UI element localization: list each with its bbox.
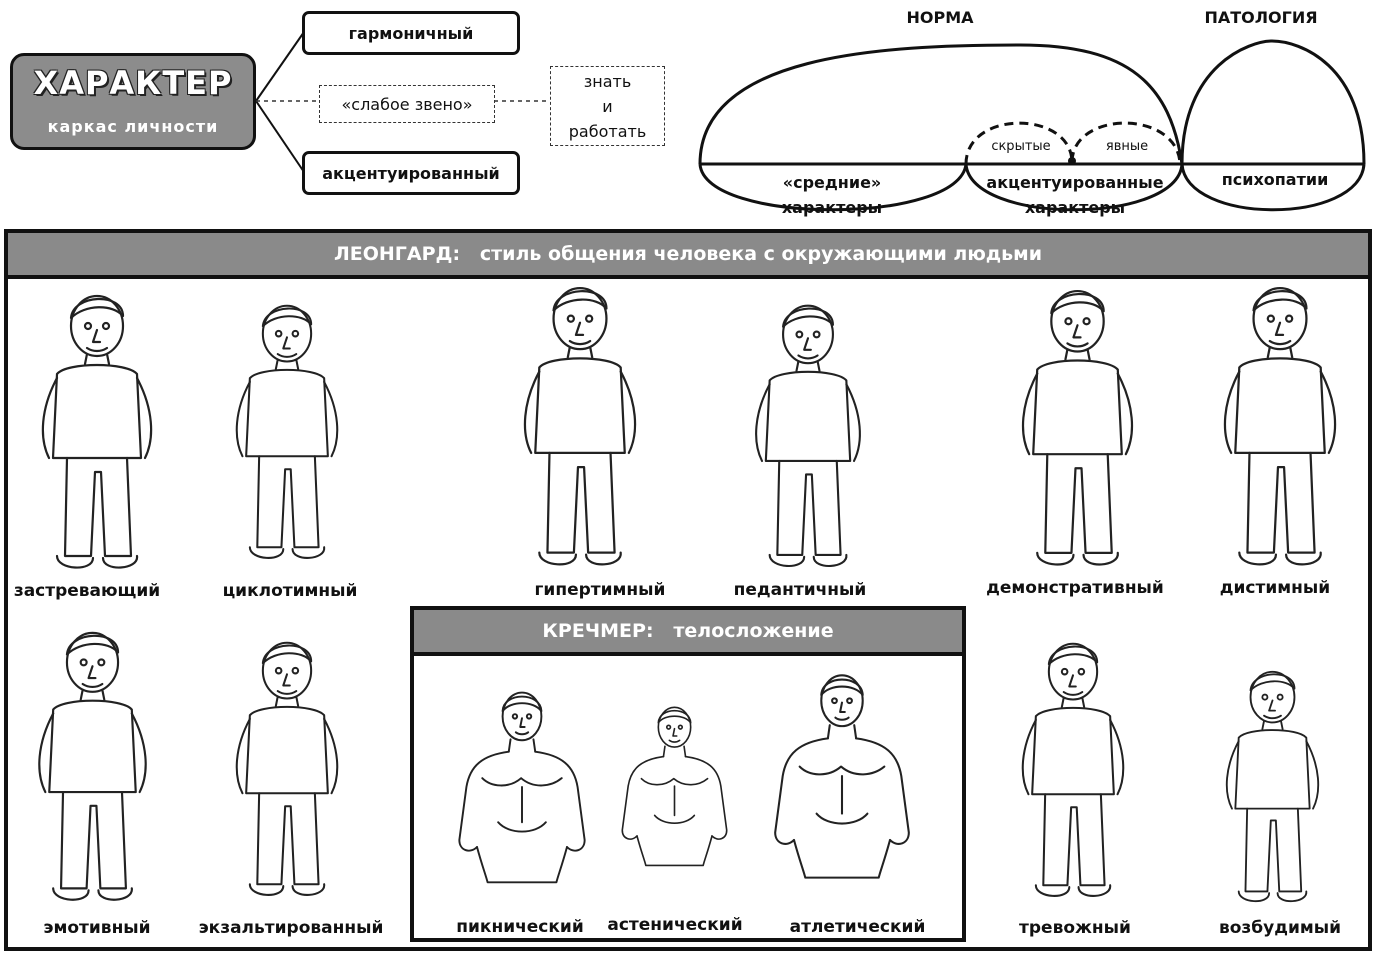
- type-label-emotivnyy: эмотивный: [43, 918, 151, 938]
- type-label-trevozhnyy: тревожный: [1019, 918, 1131, 938]
- figure-astenicheskiy: [621, 706, 728, 867]
- kretschmer-panel: КРЕЧМЕР: телосложение: [410, 606, 966, 942]
- type-label-piknicheskiy: пикнический: [456, 917, 584, 937]
- figure-piknicheskiy: [458, 691, 586, 884]
- leonhard-header: ЛЕОНГАРД: стиль общения человека с окруж…: [8, 233, 1368, 279]
- accentuated-box: акцентуированный: [302, 151, 520, 195]
- type-label-vozbudimyy: возбудимый: [1218, 918, 1342, 938]
- know-and-work-box: знать и работать: [550, 66, 665, 146]
- character-title: ХАРАКТЕР: [33, 64, 233, 102]
- type-label-distimnyy: дистимный: [1219, 578, 1331, 598]
- type-label-demonstrativnyy: демонстративный: [986, 578, 1164, 598]
- average-line-1: «средние»: [782, 173, 882, 192]
- figure-demonstrativnyy: [1021, 289, 1134, 566]
- type-label-astenicheskiy: астенический: [607, 915, 743, 935]
- type-label-tsiklotimnyy: циклотимный: [222, 581, 358, 601]
- explicit-label: явные: [1105, 139, 1149, 154]
- weak-link-label: «слабое звено»: [341, 94, 473, 114]
- type-label-gipertimnyy: гипертимный: [534, 580, 666, 600]
- pathology-label: ПАТОЛОГИЯ: [1204, 8, 1318, 27]
- kretschmer-header: КРЕЧМЕР: телосложение: [414, 610, 962, 656]
- accentuated-characters-label: акцентуированные характеры: [980, 170, 1170, 220]
- accent-line-1: акцентуированные: [986, 173, 1164, 192]
- norm-pathology-diagram: [698, 39, 1366, 212]
- type-label-atleticheskiy: атлетический: [789, 917, 926, 937]
- type-label-pedantichnyy: педантичный: [733, 580, 867, 600]
- know-line-1: знать: [583, 71, 632, 91]
- figure-trevozhnyy: [1021, 642, 1125, 898]
- figure-tsiklotimnyy: [235, 304, 339, 560]
- character-box: [10, 53, 256, 150]
- accentuated-label: акцентуированный: [322, 163, 500, 183]
- know-line-3: работать: [568, 121, 647, 141]
- average-line-2: характеры: [781, 198, 883, 217]
- weak-link-box: «слабое звено»: [319, 85, 495, 123]
- average-characters-label: «средние» характеры: [752, 170, 912, 220]
- character-connector-lines: [255, 31, 550, 173]
- type-label-ekzaltirovannyy: экзальтированный: [198, 918, 384, 938]
- harmonic-label: гармоничный: [348, 23, 474, 43]
- figure-distimnyy: [1223, 286, 1337, 566]
- figure-zastrevayushchiy: [41, 294, 153, 569]
- figure-vozbudimyy: [1225, 670, 1320, 903]
- type-label-zastrevayushchiy: застревающий: [13, 581, 161, 601]
- character-subtitle: каркас личности: [47, 117, 219, 136]
- figure-ekzaltirovannyy: [235, 641, 339, 897]
- know-line-2: и: [602, 96, 613, 116]
- figure-pedantichnyy: [754, 304, 862, 568]
- accent-line-2: характеры: [1024, 198, 1126, 217]
- norma-label: НОРМА: [906, 8, 974, 27]
- psychopathy-label: психопатии: [1221, 170, 1329, 189]
- hidden-label: скрытые: [991, 139, 1051, 154]
- figure-gipertimnyy: [523, 286, 637, 566]
- figure-atleticheskiy: [774, 674, 910, 879]
- harmonic-box: гармоничный: [302, 11, 520, 55]
- figure-emotivnyy: [38, 631, 147, 901]
